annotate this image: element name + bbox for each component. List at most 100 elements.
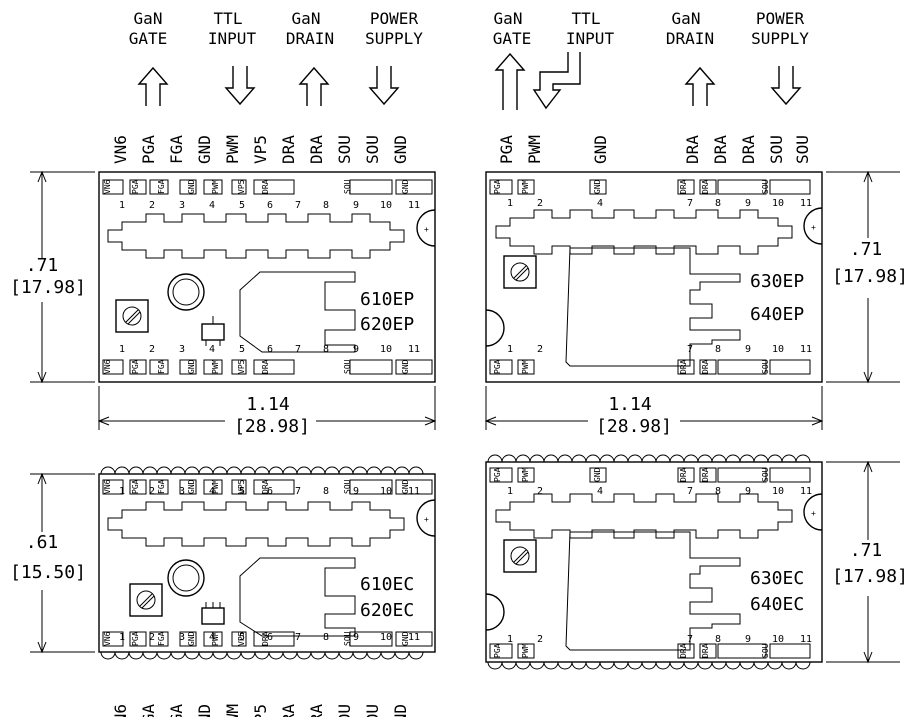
- part-number-610ec: 610EC: [360, 574, 414, 595]
- pin-number: 7: [687, 198, 693, 209]
- pad-label: PGA: [493, 359, 502, 374]
- part-number-640ec: 640EC: [750, 594, 804, 615]
- pin-number: 1: [507, 486, 513, 497]
- pin-number: 4: [209, 200, 215, 211]
- castellation: [767, 454, 783, 463]
- pin-name: VP5: [251, 135, 270, 164]
- pin-name: SOU: [363, 135, 382, 164]
- castellation: [781, 661, 797, 670]
- pin-number: 11: [800, 344, 812, 355]
- castellation: [198, 651, 214, 660]
- castellation: [366, 651, 382, 660]
- solder-pad: [231, 631, 247, 647]
- pin-number: 9: [745, 634, 751, 645]
- pad-label: DRA: [261, 479, 270, 494]
- pad-label: GND: [401, 631, 410, 646]
- castellation: [100, 651, 116, 660]
- castellation: [781, 454, 797, 463]
- solder-pad: [129, 631, 147, 647]
- solder-pad: [395, 359, 433, 375]
- pin-number: 10: [380, 486, 392, 497]
- pin-number: 10: [380, 632, 392, 643]
- pin-number: 2: [537, 344, 543, 355]
- height-mm: [17.98]: [832, 266, 908, 287]
- pin-number: 7: [295, 200, 301, 211]
- pin-number: 5: [239, 344, 245, 355]
- pad-label: DRA: [701, 179, 710, 194]
- pin-number: 1: [507, 634, 513, 645]
- pin-number: 2: [149, 632, 155, 643]
- pin-number: 2: [537, 486, 543, 497]
- pad-label: GND: [401, 179, 410, 194]
- pin-number: 2: [537, 198, 543, 209]
- pin-number: 9: [353, 344, 359, 355]
- solder-pad: [129, 179, 147, 195]
- pin-name: VN6: [111, 704, 130, 717]
- gan-gate-line1: GaN: [134, 9, 163, 28]
- pin-number: 1: [119, 486, 125, 497]
- solder-pad: [149, 479, 169, 495]
- pin-number: 2: [537, 634, 543, 645]
- gan-drain-line2: DRAIN: [666, 29, 714, 48]
- pin-number: 4: [209, 344, 215, 355]
- pad-label: VN6: [103, 479, 112, 494]
- castellation: [627, 661, 643, 670]
- solder-pad: [231, 359, 247, 375]
- pad-label: FGA: [157, 631, 166, 646]
- part-number-630ep: 630EP: [750, 271, 804, 292]
- mounting-hole: [485, 309, 505, 347]
- pin-number: 3: [179, 344, 185, 355]
- castellation: [282, 651, 298, 660]
- pin-name: DRA: [307, 135, 326, 164]
- solder-pad: [203, 631, 223, 647]
- castellation: [212, 466, 228, 475]
- pad-label: VN6: [103, 359, 112, 374]
- part-number-610ep: 610EP: [360, 289, 414, 310]
- castellation: [683, 661, 699, 670]
- part-number-630ec: 630EC: [750, 568, 804, 589]
- pin-number: 11: [408, 632, 420, 643]
- pad-label: SOU: [343, 359, 352, 374]
- solder-pad: [179, 479, 197, 495]
- solder-pad: [179, 359, 197, 375]
- castellation: [184, 466, 200, 475]
- arrow-label-gan-drain: GaN DRAIN: [666, 9, 715, 107]
- solder-pad: [677, 643, 695, 659]
- pin-name: PWM: [525, 135, 544, 164]
- solder-pad: [179, 179, 197, 195]
- part-number-620ep: 620EP: [360, 314, 414, 335]
- solder-pad: [395, 179, 433, 195]
- pad-label: PWM: [521, 467, 530, 482]
- solder-pad: [203, 359, 223, 375]
- pin-number: 4: [597, 486, 603, 497]
- solder-pad: [699, 467, 717, 483]
- solder-pad: [717, 179, 767, 195]
- power-supply-line2: SUPPLY: [365, 29, 423, 48]
- pin-name: GND: [195, 704, 214, 717]
- pin-number: 8: [323, 200, 329, 211]
- castellation: [240, 466, 256, 475]
- pin-number: 6: [267, 632, 273, 643]
- castellation: [669, 454, 685, 463]
- pad-label: PGA: [493, 467, 502, 482]
- arrow-down-icon: [225, 65, 255, 105]
- pad-label: DRA: [701, 359, 710, 374]
- plus-icon: +: [424, 515, 429, 524]
- castellation: [156, 466, 172, 475]
- solder-pad: [677, 467, 695, 483]
- solder-pad: [102, 479, 124, 495]
- plus-icon: +: [424, 225, 429, 234]
- solder-pad: [699, 359, 717, 375]
- arrow-up-icon: [494, 52, 526, 110]
- pad-label: GND: [187, 631, 196, 646]
- pin-name: GND: [391, 704, 410, 717]
- pin-name: DRA: [279, 135, 298, 164]
- castellation: [795, 661, 811, 670]
- castellation: [114, 651, 130, 660]
- castellation: [529, 661, 545, 670]
- castellation: [697, 454, 713, 463]
- pad-label: GND: [187, 359, 196, 374]
- pin-number: 10: [772, 634, 784, 645]
